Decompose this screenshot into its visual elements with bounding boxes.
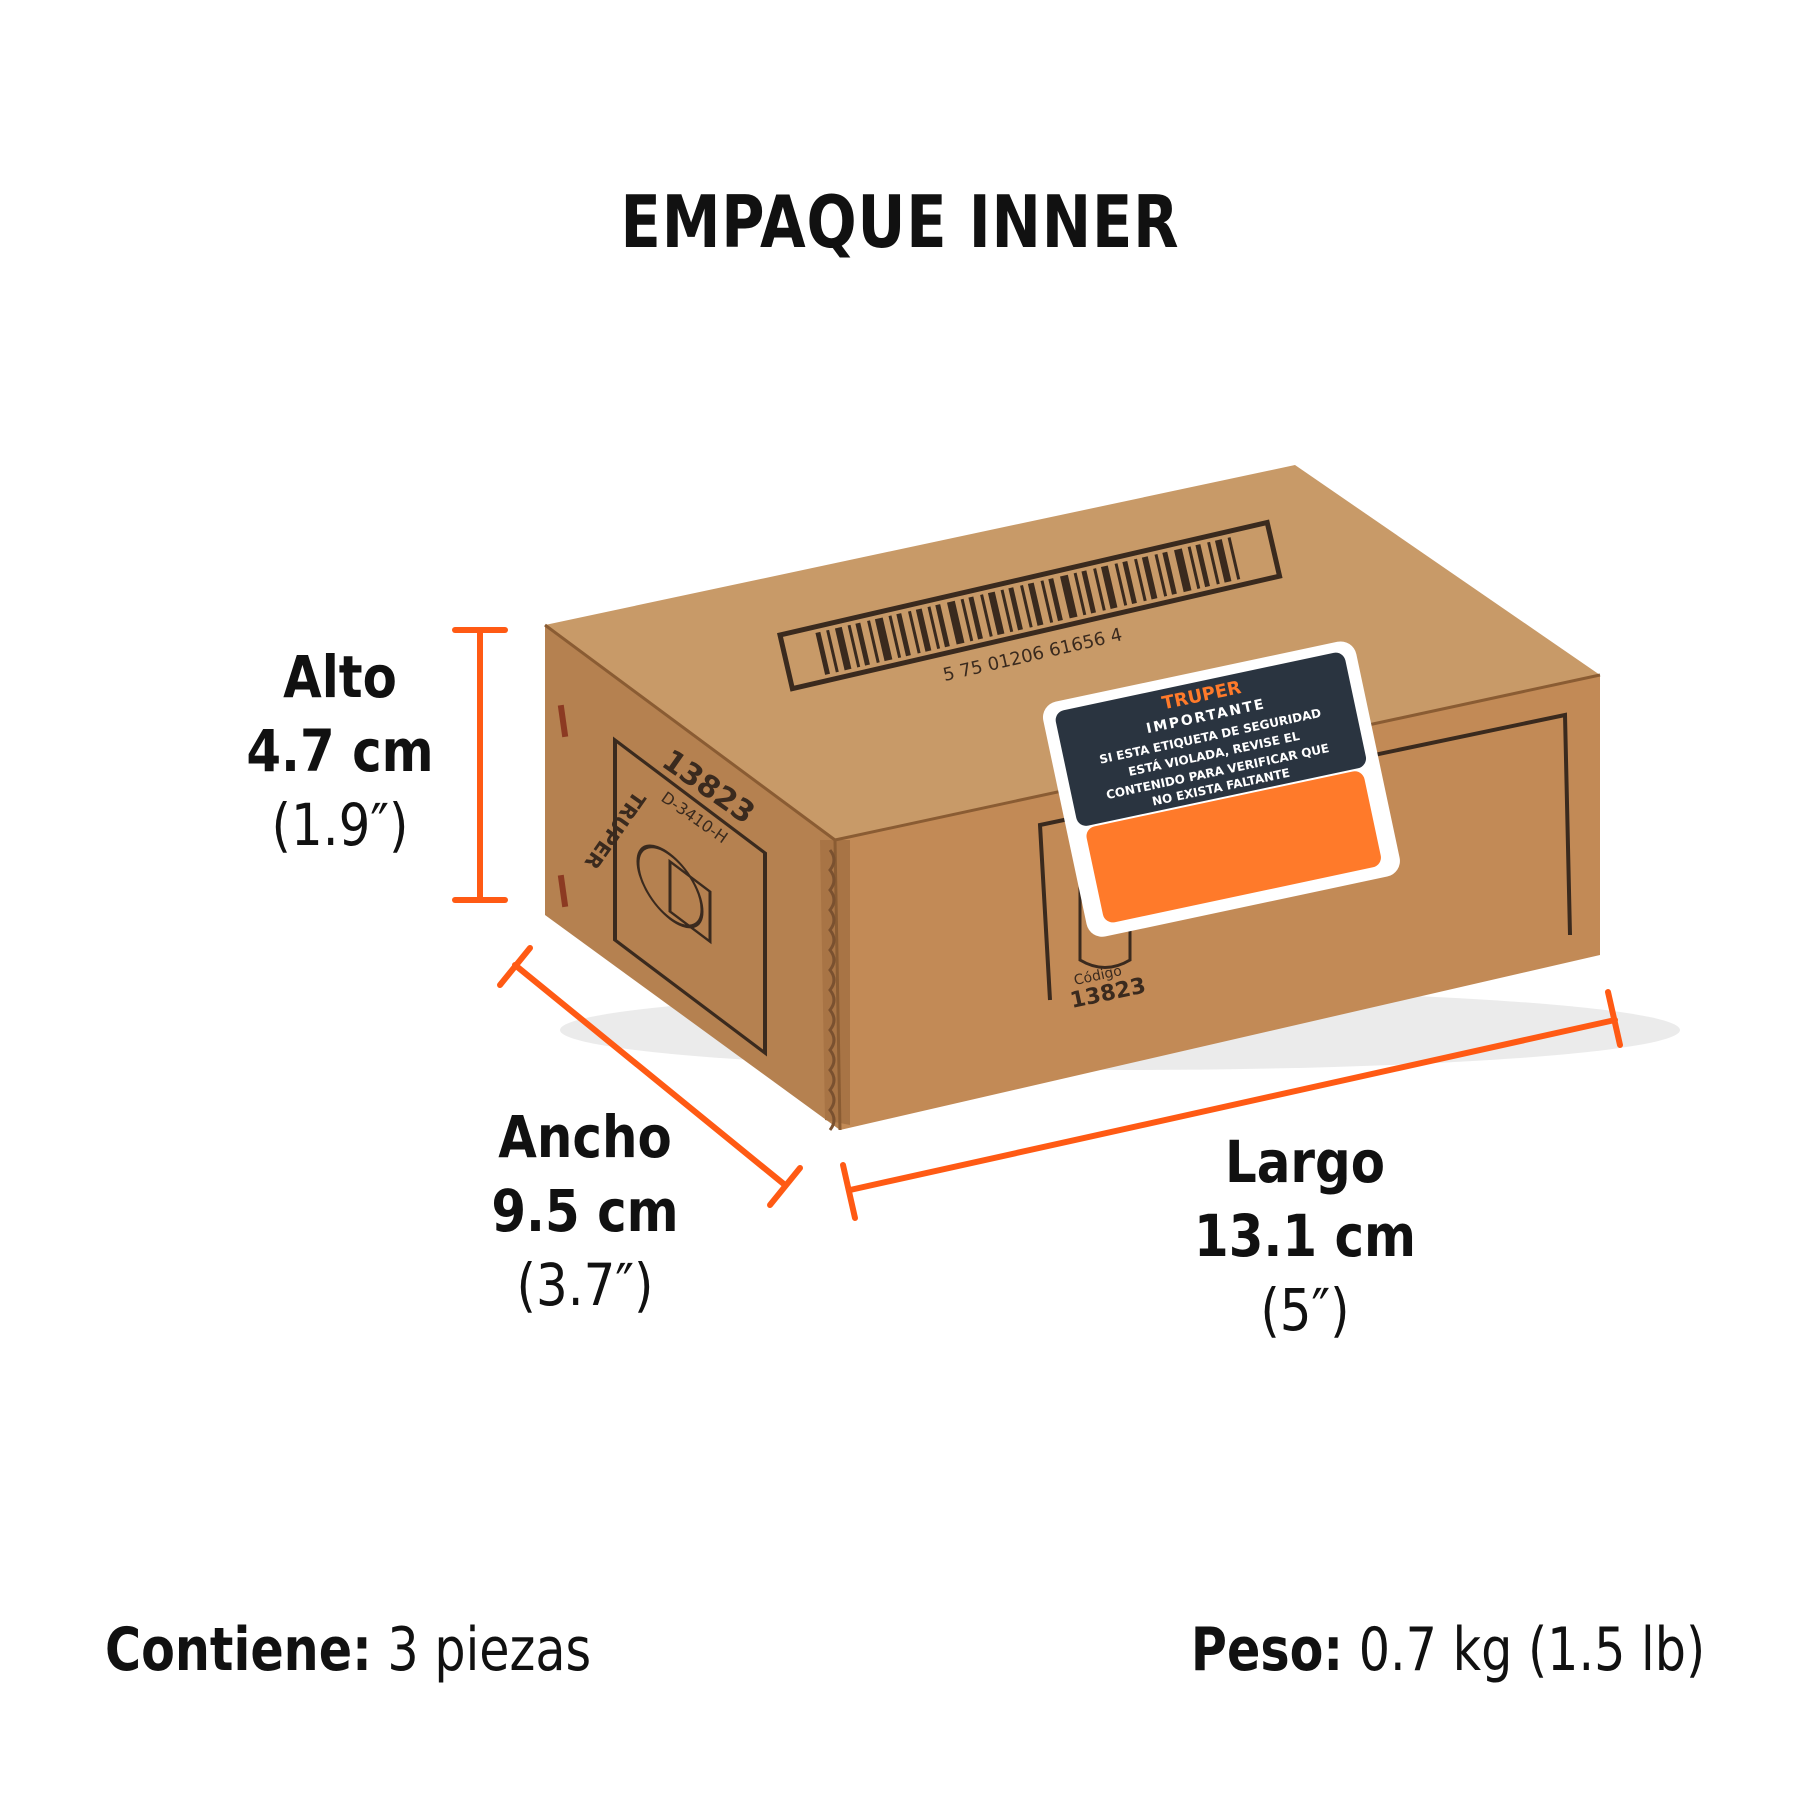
ancho-label: Ancho [498, 1103, 672, 1171]
ancho-imperial: (3.7″) [516, 1251, 654, 1319]
largo-imperial: (5″) [1260, 1276, 1350, 1344]
box-top-face [545, 465, 1600, 840]
largo-label: Largo [1224, 1128, 1386, 1196]
alto-marker [452, 627, 508, 903]
weight-value: 0.7 kg (1.5 lb) [1358, 1615, 1705, 1685]
alto-label: Alto [283, 643, 397, 711]
weight-info: Peso: 0.7 kg (1.5 lb) [1191, 1615, 1705, 1685]
page-title: EMPAQUE INNER [620, 180, 1180, 264]
contains-info: Contiene: 3 piezas [105, 1615, 591, 1685]
safety-label: TRUPER IMPORTANTE SI ESTA ETIQUETA DE SE… [1042, 641, 1400, 937]
contains-label: Contiene: [105, 1615, 372, 1685]
largo-marker [840, 989, 1623, 1221]
side-print [613, 736, 767, 1057]
contains-value: 3 piezas [387, 1615, 592, 1685]
ancho-metric: 9.5 cm [491, 1177, 679, 1245]
largo-metric: 13.1 cm [1194, 1202, 1416, 1270]
ancho-marker [497, 945, 803, 1208]
alto-metric: 4.7 cm [246, 717, 434, 785]
alto-dimension: Alto 4.7 cm (1.9″) [220, 640, 460, 862]
alto-imperial: (1.9″) [271, 791, 409, 859]
largo-dimension: Largo 13.1 cm (5″) [1175, 1125, 1435, 1347]
weight-label: Peso: [1190, 1615, 1343, 1685]
ancho-dimension: Ancho 9.5 cm (3.7″) [455, 1100, 715, 1322]
